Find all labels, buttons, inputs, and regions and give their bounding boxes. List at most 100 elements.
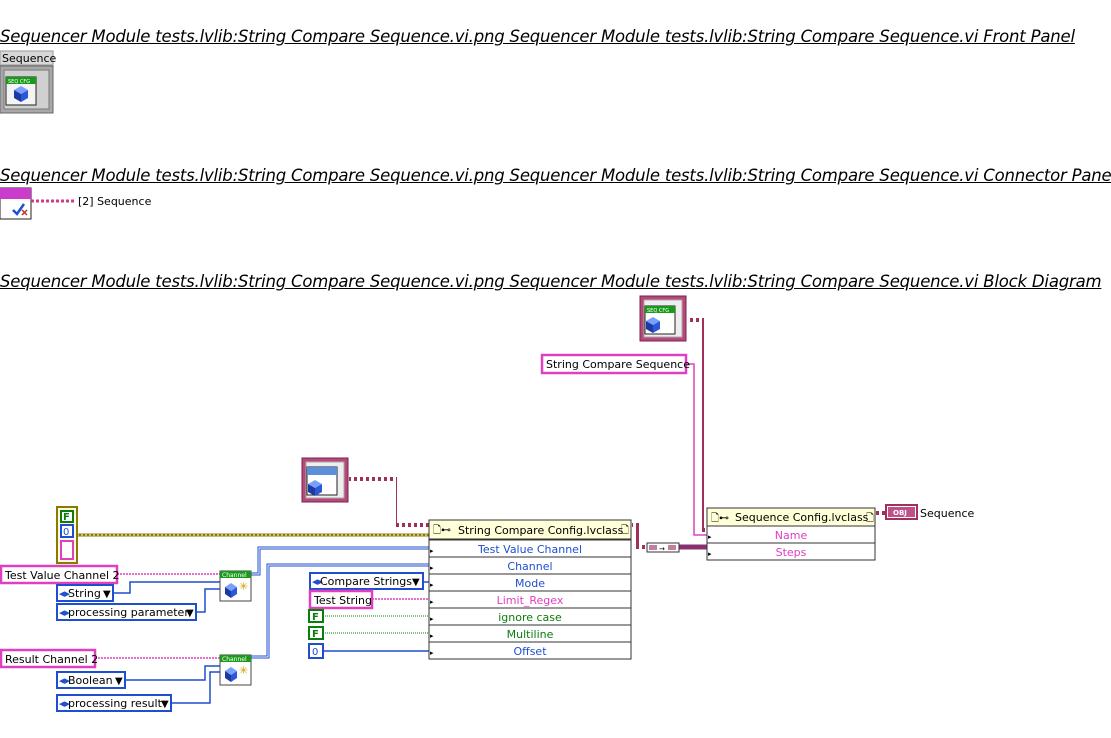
- processing-result-enum[interactable]: ◂▸ processing result ▼: [56, 694, 172, 712]
- new-star-icon: ✳: [239, 580, 248, 593]
- compare-mode-enum[interactable]: ◂▸ Compare Strings ▼: [309, 572, 424, 590]
- class-icon: 🗋⊷: [433, 524, 451, 536]
- processing-parameter-text: processing parameter: [68, 606, 189, 619]
- chevron-down-icon: ▼: [103, 589, 111, 600]
- bundle-field-steps[interactable]: ▸Steps: [706, 542, 876, 561]
- chevron-down-icon: ▼: [412, 577, 420, 588]
- bool-f-text: F: [312, 629, 319, 640]
- bundle-field-multiline[interactable]: ▸ Multiline: [428, 624, 632, 643]
- bundle-field-label: Limit_Regex: [497, 594, 564, 607]
- bundle-field-label: Mode: [515, 577, 545, 590]
- seq-cfg-class-constant[interactable]: SEQ CFG: [639, 295, 687, 342]
- input-arrow-icon: ▸: [430, 615, 434, 623]
- bundle-field-label: Offset: [513, 645, 547, 658]
- class-icon-right: 🗋: [866, 512, 874, 524]
- connector-pane-icon[interactable]: [0, 187, 32, 220]
- sequence-output-indicator[interactable]: OBJ Sequence: [885, 504, 974, 520]
- boolean-type-text: Boolean: [68, 674, 113, 687]
- processing-parameter-enum[interactable]: ◂▸ processing parameter ▼: [56, 603, 197, 621]
- bundle-field-limit-regex[interactable]: ▸Limit_Regex: [428, 590, 632, 609]
- input-arrow-icon: ▸: [430, 649, 434, 657]
- sequence-config-node[interactable]: 🗋⊷ Sequence Config.lvclass 🗋 ▸ Name▸Steps: [706, 507, 876, 561]
- compare-mode-text: Compare Strings: [320, 575, 412, 588]
- bundle-field-mode[interactable]: ▸ Mode: [428, 573, 632, 592]
- input-arrow-icon: ▸: [708, 533, 712, 541]
- sequence-output-label: Sequence: [920, 507, 974, 520]
- test-string-constant[interactable]: Test String: [308, 589, 374, 610]
- input-arrow-icon: ▸: [708, 550, 712, 558]
- connector-pane-header: Sequencer Module tests.lvlib:String Comp…: [0, 166, 1111, 185]
- cube-icon: [646, 317, 660, 333]
- test-value-channel-constant[interactable]: Test Value Channel 2: [0, 564, 120, 585]
- bundle-field-label: Name: [775, 529, 808, 542]
- enum-arrow-icon: ◂▸: [312, 575, 324, 588]
- cluster-constant[interactable]: F 0: [56, 506, 78, 564]
- string-type-text: String: [68, 587, 101, 600]
- enum-arrow-icon: ◂▸: [59, 587, 71, 600]
- bundle-field-label: Channel: [507, 560, 552, 573]
- wires: [77, 318, 886, 704]
- test-string-text: Test String: [313, 594, 372, 607]
- result-channel-text: Result Channel 2: [5, 653, 98, 666]
- bundle-field-label: Test Value Channel: [477, 543, 582, 556]
- input-arrow-icon: ▸: [430, 547, 434, 555]
- bundle-field-name[interactable]: ▸ Name: [706, 525, 876, 544]
- multiline-bool-constant[interactable]: F: [308, 626, 324, 640]
- front-panel-sequence-indicator[interactable]: Sequence SEQ CFG: [0, 50, 56, 114]
- class-icon-right: 🗋: [621, 524, 629, 536]
- cube-icon: [14, 86, 28, 102]
- cluster-bool: F: [63, 512, 70, 523]
- channel-node-label: Channel: [222, 656, 247, 663]
- input-arrow-icon: ▸: [430, 581, 434, 589]
- channel-node-2[interactable]: Channel ✳: [219, 654, 252, 686]
- connector-terminal-label: [2] Sequence: [78, 195, 152, 208]
- input-arrow-icon: ▸: [430, 632, 434, 640]
- block-diagram-header: Sequencer Module tests.lvlib:String Comp…: [0, 272, 1102, 291]
- chevron-down-icon: ▼: [115, 676, 123, 687]
- result-channel-constant[interactable]: Result Channel 2: [0, 648, 98, 669]
- cube-icon: [225, 583, 237, 598]
- sequence-node-title: Sequence Config.lvclass: [735, 511, 869, 524]
- arrow-icon: →: [659, 545, 665, 553]
- bool-f-text: F: [312, 612, 319, 623]
- bundle-field-channel[interactable]: ▸ Channel: [428, 556, 632, 575]
- bundle-field-cell: [706, 542, 876, 561]
- name-string-text: String Compare Sequence: [546, 358, 690, 371]
- ignore-case-bool-constant[interactable]: F: [308, 609, 324, 623]
- test-value-channel-text: Test Value Channel 2: [4, 569, 120, 582]
- boolean-type-enum[interactable]: ◂▸ Boolean ▼: [56, 671, 126, 689]
- bundle-field-label: ignore case: [498, 611, 562, 624]
- string-type-enum[interactable]: ◂▸ String ▼: [56, 584, 114, 602]
- bundle-field-cell: [428, 641, 632, 660]
- bundle-field-label: Multiline: [507, 628, 554, 641]
- string-compare-node-title: String Compare Config.lvclass: [458, 524, 624, 537]
- string-compare-class-constant[interactable]: [301, 457, 349, 503]
- offset-num-text: 0: [312, 647, 318, 658]
- enum-arrow-icon: ◂▸: [59, 697, 71, 710]
- chevron-down-icon: ▼: [186, 608, 194, 619]
- channel-node-label: Channel: [222, 572, 247, 579]
- processing-result-text: processing result: [68, 697, 163, 710]
- enum-arrow-icon: ◂▸: [59, 674, 71, 687]
- checkmark-icon: [12, 203, 28, 216]
- offset-num-constant[interactable]: 0: [308, 643, 324, 659]
- input-arrow-icon: ▸: [430, 564, 434, 572]
- obj-tag: OBJ: [893, 509, 907, 517]
- bundle-field-ignore-case[interactable]: ▸ ignore case: [428, 607, 632, 626]
- string-compare-config-node[interactable]: 🗋⊷ String Compare Config.lvclass 🗋 ▸ Test…: [428, 519, 632, 660]
- chevron-down-icon: ▼: [161, 699, 169, 710]
- build-array-node[interactable]: →: [646, 542, 680, 553]
- seq-cfg-icon-text: SEQ CFG: [8, 79, 30, 85]
- enum-arrow-icon: ◂▸: [59, 606, 71, 619]
- sequence-indicator-label: Sequence: [2, 52, 56, 65]
- cube-icon: [308, 480, 322, 496]
- name-string-constant[interactable]: String Compare Sequence: [540, 353, 690, 375]
- bundle-field-offset[interactable]: ▸ Offset: [428, 641, 632, 660]
- new-star-icon: ✳: [239, 664, 248, 677]
- bundle-field-test-value-channel[interactable]: ▸ Test Value Channel: [428, 539, 632, 558]
- channel-node-1[interactable]: Channel ✳: [219, 570, 252, 602]
- cluster-num: 0: [63, 527, 69, 538]
- class-icon: 🗋⊷: [711, 512, 729, 524]
- cube-icon: [225, 667, 237, 682]
